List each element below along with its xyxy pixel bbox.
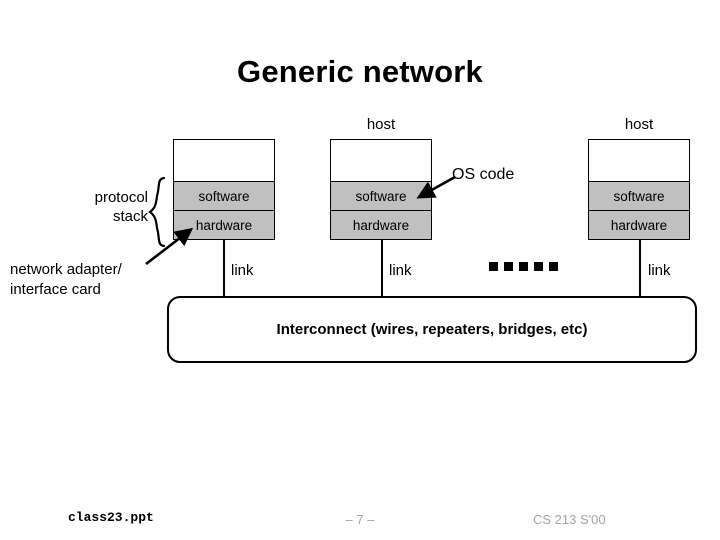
- network-adapter-label: network adapter/ interface card: [10, 260, 122, 300]
- host-2-software-band: software: [331, 181, 431, 210]
- host-label-2: host: [366, 116, 396, 133]
- ellipsis-dots: [489, 262, 558, 271]
- os-code-arrow-icon: [416, 175, 456, 199]
- footer-course-label: CS 213 S'00: [533, 512, 606, 527]
- host-1-blank-region: [174, 140, 274, 181]
- network-adapter-arrow-icon: [145, 227, 194, 266]
- page-title: Generic network: [237, 54, 483, 89]
- host-3-blank-region: [589, 140, 689, 181]
- host-box-2: software hardware: [330, 139, 440, 248]
- ellipsis-dot: [549, 262, 558, 271]
- host-box-1: software hardware: [173, 139, 283, 248]
- link-label-3: link: [648, 262, 671, 279]
- footer-filename: class23.ppt: [68, 510, 154, 525]
- link-line-1: [223, 240, 225, 297]
- host-3-hardware-band: hardware: [589, 210, 689, 239]
- host-box-3: software hardware: [588, 139, 698, 248]
- link-label-2: link: [389, 262, 412, 279]
- footer-page-number: – 7 –: [345, 512, 375, 527]
- network-adapter-line-1: network adapter/: [10, 261, 122, 278]
- protocol-stack-line-2: stack: [112, 208, 148, 225]
- ellipsis-dot: [519, 262, 528, 271]
- host-1-software-band: software: [174, 181, 274, 210]
- host-2-blank-region: [331, 140, 431, 181]
- host-2-hardware-band: hardware: [331, 210, 431, 239]
- interconnect-box: Interconnect (wires, repeaters, bridges,…: [167, 296, 705, 371]
- link-line-2: [381, 240, 383, 297]
- link-line-3: [639, 240, 641, 297]
- protocol-stack-label: protocol stack: [38, 188, 148, 226]
- link-label-1: link: [231, 262, 254, 279]
- protocol-stack-line-1: protocol: [94, 189, 148, 206]
- ellipsis-dot: [504, 262, 513, 271]
- ellipsis-dot: [534, 262, 543, 271]
- os-code-label: OS code: [452, 166, 515, 183]
- host-3-software-band: software: [589, 181, 689, 210]
- protocol-stack-brace-icon: [148, 176, 166, 248]
- network-adapter-line-2: interface card: [10, 281, 101, 298]
- host-label-3: host: [624, 116, 654, 133]
- ellipsis-dot: [489, 262, 498, 271]
